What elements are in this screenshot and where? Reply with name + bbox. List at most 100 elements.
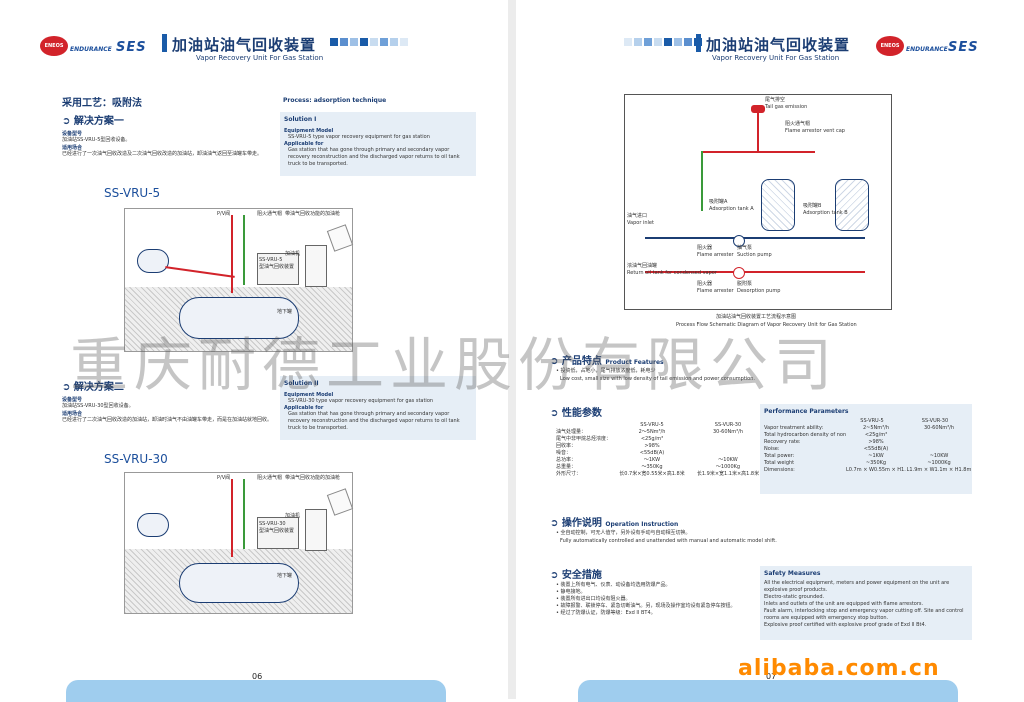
performance-value: L1.9m × W1.1m × H1.8m xyxy=(906,467,972,473)
performance-value: <55dB(A) xyxy=(863,446,889,452)
performance-value xyxy=(690,436,766,443)
list-item: • 装置所有进出口均设有阻火器。 xyxy=(556,596,631,602)
green-line xyxy=(701,151,703,211)
page-number-right: 07 xyxy=(766,672,777,681)
performance-label: Vapor treatment ability: xyxy=(764,425,824,431)
performance-value: >98% xyxy=(868,439,884,445)
performance-value: ～10KW xyxy=(718,457,738,463)
performance-label: 噪音： xyxy=(556,450,572,456)
operation-text-cn: • 全自动控制，可无人值守，另外设有手动与自动相互切换。 xyxy=(556,530,691,536)
performance-value: 30-60Nm³/h xyxy=(713,429,743,435)
inlet-pipe xyxy=(645,237,865,239)
performance-value: ～1000Kg xyxy=(715,464,741,470)
performance-value: ~1000Kg xyxy=(927,460,951,466)
performance-row: 外形尺寸：长0.7米×宽0.55米×高1.8米长1.9米×宽1.1米×高1.8米 xyxy=(556,471,766,478)
arrow-icon: ➲ xyxy=(550,518,562,529)
performance-value: <25g/m³ xyxy=(864,432,888,438)
fuel-dispenser xyxy=(305,509,327,551)
list-item: Fault alarm, interlocking stop and emerg… xyxy=(764,608,964,621)
eneos-logo: ENEOS xyxy=(876,36,904,56)
performance-value: ~10KW xyxy=(929,453,949,459)
arrow-icon: ➲ xyxy=(62,382,74,393)
title-bar-icon xyxy=(162,34,167,52)
flow-caption-cn: 加油站油气回收装置工艺流程示意图 xyxy=(716,314,797,320)
performance-row: 总功率：～1KW～10KW xyxy=(556,457,766,464)
performance-table-en: SS-VRU-5 SS-VUR-30 Vapor treatment abili… xyxy=(760,418,972,474)
suction-pump-icon xyxy=(733,235,745,247)
vent-cap-icon xyxy=(751,105,765,113)
performance-value xyxy=(906,439,972,446)
list-item: Inlets and outlets of the unit are equip… xyxy=(764,601,924,607)
endurance-logo: ENDURANCE xyxy=(70,46,112,53)
performance-label: 总重量： xyxy=(556,464,577,470)
flow-caption-en: Process Flow Schematic Diagram of Vapor … xyxy=(676,322,857,328)
performance-value xyxy=(690,443,766,450)
nozzle-label: 带油气回收功能的加油枪 xyxy=(285,475,341,481)
safety-list-cn: • 装置上所有电气、仪表、动设备均选用防爆产品。 • 静电接地。 • 装置所有进… xyxy=(556,582,756,617)
solution2-heading: ➲ 解决方案二 xyxy=(62,382,124,393)
nozzle-label: 带油气回收功能的加油枪 xyxy=(285,211,341,217)
left-page: ENEOS ENDURANCE SES 加油站油气回收装置 Vapor Reco… xyxy=(0,0,508,702)
arrow-icon: ➲ xyxy=(550,356,562,367)
operation-heading: ➲ 操作说明 Operation Instruction xyxy=(550,518,679,529)
list-item: • 经过了防爆认证，防爆等级：Exd II BT4。 xyxy=(556,610,656,616)
tank-truck xyxy=(137,249,169,273)
arrow-icon: ➲ xyxy=(550,408,562,419)
performance-row: 噪音： <55dB(A) xyxy=(556,450,766,457)
process-title: 采用工艺：吸附法 xyxy=(62,98,142,109)
performance-label: 油气处理量： xyxy=(556,429,587,435)
alibaba-watermark: alibaba.com.cn xyxy=(738,656,940,681)
performance-label: Recovery rate: xyxy=(764,439,801,445)
footer-bar-right xyxy=(578,680,958,702)
performance-label: Total hydrocarbon density of non-methane… xyxy=(764,432,846,438)
performance-label: Noise: xyxy=(764,446,780,452)
performance-value: 长0.7米×宽0.55米×高1.8米 xyxy=(619,471,685,477)
performance-row: Dimensions:L0.7m × W0.55m × H1.8mL1.9m ×… xyxy=(760,467,972,474)
diagram1-title: SS-VRU-5 xyxy=(104,186,161,200)
performance-label: Total weight xyxy=(764,460,795,466)
features-text-en: Low cost, small size with low density of… xyxy=(560,376,755,382)
vent-pipe xyxy=(231,479,233,557)
header-subtitle: Vapor Recovery Unit For Gas Station xyxy=(196,54,324,62)
safety-en-panel: Safety Measures All the electrical equip… xyxy=(760,566,972,640)
eneos-logo: ENEOS xyxy=(40,36,68,56)
solution1-en-panel: Solution I Equipment Model SS-VRU-5 type… xyxy=(280,112,476,176)
arrow-icon: ➲ xyxy=(62,116,74,127)
device-label: SS-VRU-30 型油气回收装置 xyxy=(259,521,295,534)
performance-value: <25g/m³ xyxy=(640,436,664,442)
diagram2-title: SS-VRU-30 xyxy=(104,452,168,466)
performance-value xyxy=(906,446,972,453)
performance-value xyxy=(906,432,972,439)
performance-row: 总重量：～350Kg～1000Kg xyxy=(556,464,766,471)
tank-label: 地下罐 xyxy=(277,309,293,315)
performance-en-panel: Performance Parameters SS-VRU-5 SS-VUR-3… xyxy=(760,404,972,494)
pv-label: P/V阀 xyxy=(217,211,231,217)
performance-value: 30-60Nm³/h xyxy=(924,425,954,431)
performance-label: 回收率： xyxy=(556,443,577,449)
features-heading: ➲ 产品特点 Product Features xyxy=(550,356,664,367)
list-item: • 装置上所有电气、仪表、动设备均选用防爆产品。 xyxy=(556,582,671,588)
return-pipe xyxy=(165,266,235,278)
performance-row: Recovery rate: >98% xyxy=(760,439,972,446)
underground-tank xyxy=(179,297,299,339)
solution1-diagram: P/V阀 阻火通气帽 带油气回收功能的加油枪 SS-VRU-5 型油气回收装置 … xyxy=(124,208,354,352)
performance-row: 尾气中非甲烷总烃浓度：<25g/m³ xyxy=(556,436,766,443)
solution1-cn-text: 设备型号 加油站SS-VRU-5型回收设备。 适用场合 已经进行了一次油气回收改… xyxy=(62,131,263,157)
safety-heading: ➲ 安全措施 xyxy=(550,570,602,581)
performance-label: Total power: xyxy=(764,453,795,459)
performance-header-row: SS-VRU-5 SS-VUR-30 xyxy=(860,418,949,424)
tank-label: 地下罐 xyxy=(277,573,293,579)
top-red-pipe xyxy=(703,151,815,153)
performance-row: Total weight~350Kg~1000Kg xyxy=(760,460,972,467)
performance-value xyxy=(690,450,766,457)
flame-cap-label: 阻火通气帽 xyxy=(257,211,283,217)
performance-value: <55dB(A) xyxy=(639,450,665,456)
performance-value: L0.7m × W0.55m × H1.8m xyxy=(846,467,906,473)
